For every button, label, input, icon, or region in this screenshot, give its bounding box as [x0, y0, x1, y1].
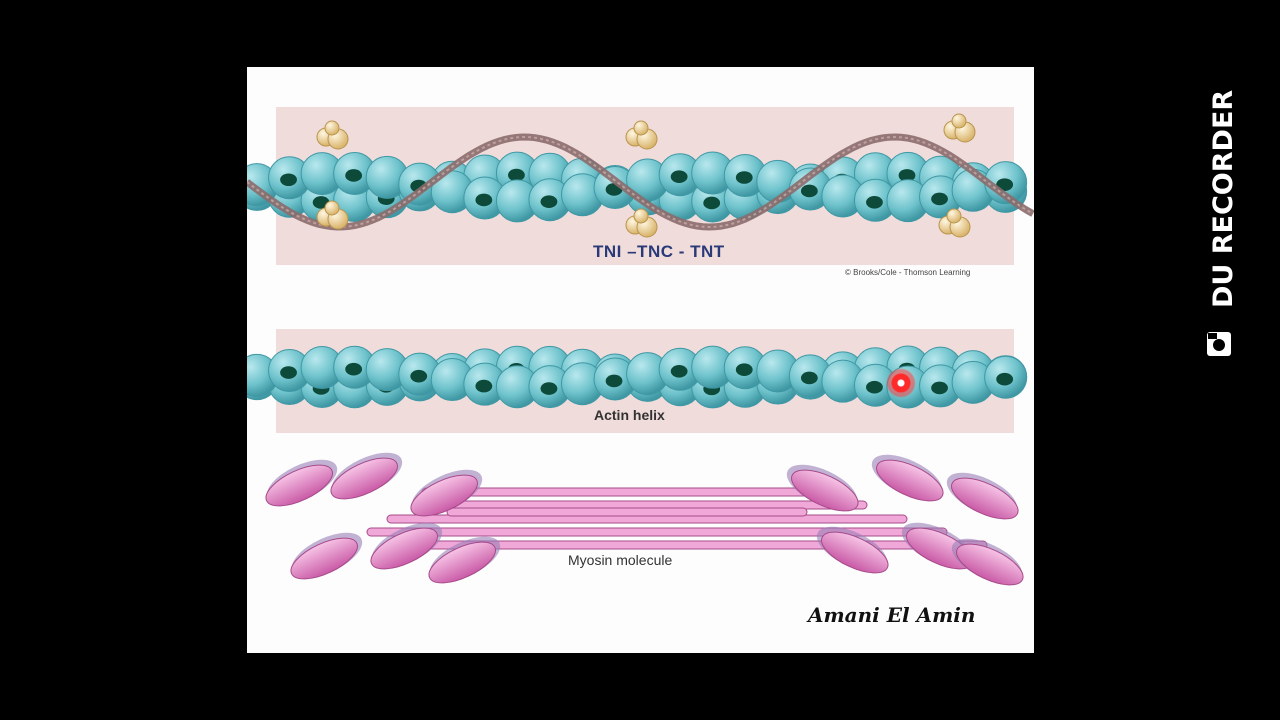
binding-site — [345, 169, 363, 182]
myosin-head — [265, 459, 338, 507]
myosin-head — [871, 454, 944, 502]
binding-site — [605, 374, 623, 388]
author-signature: Amani El Amin — [808, 603, 976, 627]
myosin-tail — [446, 507, 808, 517]
binding-site — [280, 173, 297, 187]
myosin-tail — [421, 487, 848, 497]
binding-site — [931, 381, 948, 395]
recorder-watermark: DU RECORDER — [1196, 90, 1244, 370]
binding-site — [410, 369, 428, 383]
binding-site — [931, 192, 948, 206]
recorder-brand: DU RECORDER — [1208, 89, 1239, 308]
troponin-complex — [625, 120, 658, 150]
binding-site — [670, 365, 688, 378]
binding-site — [996, 372, 1014, 386]
troponin-label: TNI –TNC - TNT — [593, 242, 725, 261]
pointer-dot-icon — [886, 368, 916, 398]
myosin-head — [786, 464, 859, 512]
binding-site — [898, 169, 916, 182]
binding-site — [996, 178, 1014, 191]
tropomyosin-strand-highlight — [247, 135, 1034, 229]
myosin-head — [330, 452, 403, 500]
troponin-complex — [316, 200, 349, 230]
binding-site — [866, 380, 883, 394]
camera-icon — [1207, 332, 1231, 356]
myosin-head — [290, 532, 363, 580]
binding-site — [508, 168, 525, 182]
myosin-head — [951, 538, 1024, 586]
binding-site — [280, 366, 297, 379]
troponin-complex — [625, 208, 658, 238]
troponin-complex — [316, 120, 349, 150]
myosin-head — [946, 472, 1019, 520]
binding-site — [866, 195, 883, 209]
troponin-complex — [943, 113, 976, 143]
binding-site — [540, 195, 558, 209]
binding-site — [800, 184, 818, 198]
troponin-complex — [938, 208, 971, 238]
myosin-molecule-label: Myosin molecule — [568, 552, 673, 568]
binding-site — [475, 193, 493, 207]
myosin-head — [428, 536, 501, 584]
binding-site — [735, 171, 753, 184]
binding-site — [703, 196, 721, 210]
myosin-illustration — [265, 452, 1024, 586]
slide: TNI –TNC - TNT © Brooks/Cole - Thomson L… — [247, 67, 1034, 653]
binding-site — [475, 379, 493, 393]
binding-site — [345, 362, 363, 376]
binding-site — [540, 382, 558, 395]
binding-site — [735, 363, 753, 377]
myosin-tail — [416, 540, 988, 550]
thin-filament-helix — [247, 151, 1028, 223]
myosin-head — [370, 522, 443, 570]
myosin-head — [410, 469, 483, 517]
actin-helix-label: Actin helix — [594, 407, 665, 423]
binding-site — [800, 371, 818, 385]
binding-site — [670, 170, 688, 184]
myosin-head — [816, 526, 889, 574]
copyright-credit: © Brooks/Cole - Thomson Learning — [845, 268, 971, 277]
